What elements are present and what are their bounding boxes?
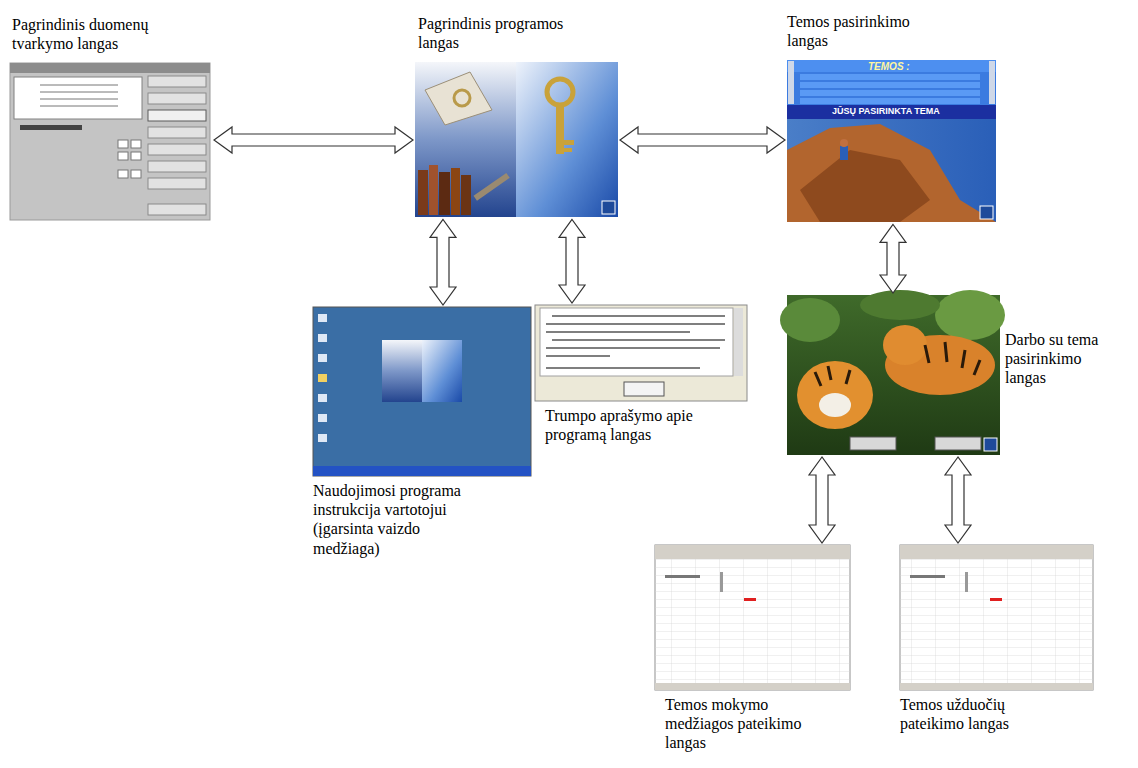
- window-node: Trumpo aprašymo apie programą langas: [535, 305, 747, 444]
- window-node: Temos užduočių pateikimo langas: [900, 545, 1093, 733]
- screenshot-area: [535, 305, 747, 401]
- double-block-arrow: [880, 224, 906, 293]
- caption-group: Temos pasirinkimo langas: [787, 12, 947, 60]
- screenshot-area: [415, 62, 618, 217]
- window-node: Darbo su tema pasirinkimo langas: [787, 295, 1120, 455]
- screenshot-area: [787, 295, 1000, 455]
- window-caption: Pagrindinis duomenų tvarkymo langas: [12, 15, 212, 53]
- window-caption: Trumpo aprašymo apie programą langas: [545, 406, 715, 444]
- caption-group: Naudojimosi programa instrukcija vartoto…: [313, 476, 488, 558]
- double-block-arrow: [945, 457, 971, 543]
- window-caption: Naudojimosi programa instrukcija vartoto…: [313, 481, 488, 558]
- screenshot-area: [655, 545, 850, 690]
- double-block-arrow: [559, 219, 585, 303]
- window-caption: Temos užduočių pateikimo langas: [900, 695, 1040, 733]
- double-block-arrow: [809, 457, 835, 543]
- window-node: Temos pasirinkimo langas: [787, 12, 996, 222]
- window-node: Temos mokymo medžiagos pateikimo langas: [655, 545, 850, 753]
- caption-group: Temos mokymo medžiagos pateikimo langas: [655, 690, 815, 753]
- caption-group: Darbo su tema pasirinkimo langas: [1000, 295, 1120, 388]
- window-node: Naudojimosi programa instrukcija vartoto…: [313, 307, 531, 558]
- window-caption: Darbo su tema pasirinkimo langas: [1005, 330, 1120, 388]
- window-caption: Temos mokymo medžiagos pateikimo langas: [665, 695, 815, 753]
- window-node: Pagrindinis programos langas: [415, 14, 618, 217]
- double-block-arrow: [430, 219, 456, 305]
- screenshot-area: [313, 307, 531, 476]
- window-caption: Temos pasirinkimo langas: [787, 12, 947, 50]
- caption-group: Pagrindinis duomenų tvarkymo langas: [10, 15, 212, 63]
- caption-group: Pagrindinis programos langas: [415, 14, 608, 62]
- screen-label: JŪSŲ PASIRINKTA TEMA: [832, 106, 940, 116]
- screenshot-area: [900, 545, 1093, 690]
- double-block-arrow: [620, 127, 785, 153]
- window-node: Pagrindinis duomenų tvarkymo langas: [10, 15, 212, 220]
- double-block-arrow: [214, 127, 413, 153]
- screenshot-area: [787, 60, 996, 222]
- caption-group: Trumpo aprašymo apie programą langas: [535, 401, 715, 444]
- window-caption: Pagrindinis programos langas: [418, 14, 608, 52]
- screen-label: TEMOS :: [868, 61, 910, 72]
- caption-group: Temos užduočių pateikimo langas: [900, 690, 1040, 733]
- screenshot-area: [10, 63, 210, 220]
